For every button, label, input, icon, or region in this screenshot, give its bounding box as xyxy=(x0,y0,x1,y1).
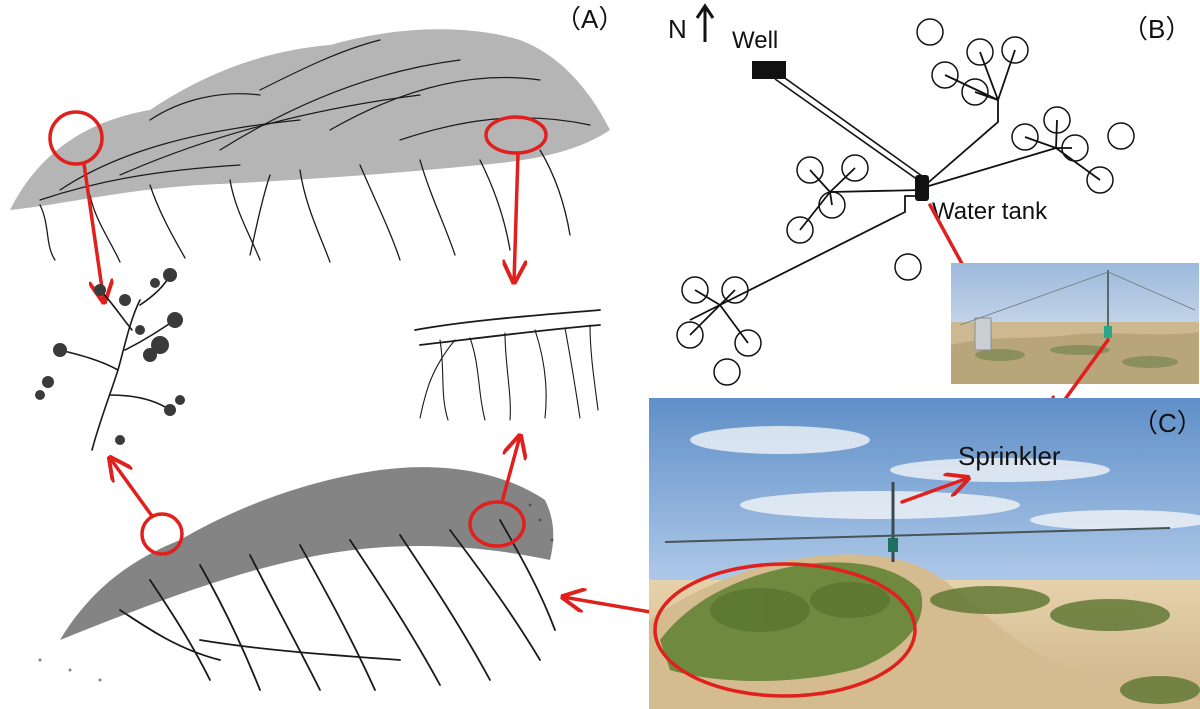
panel-c: （C） Sprinkler xyxy=(649,398,1200,709)
arrow-bottom-right-to-root xyxy=(500,436,520,504)
arrow-to-sprinkler-label xyxy=(900,478,968,504)
shrub-canopy-top xyxy=(10,29,610,211)
sprinkler-label: Sprinkler xyxy=(958,441,1061,471)
panel-a-label: （A） xyxy=(555,4,624,34)
arrow-top-left-to-leaf xyxy=(82,162,104,302)
shrub-root-drawing-top xyxy=(10,29,610,263)
panel-a: （A） xyxy=(10,4,664,691)
highlight-circle-bottom-right xyxy=(468,500,526,548)
roots-top xyxy=(39,149,571,263)
well-label: Well xyxy=(732,27,778,54)
field-photo-small xyxy=(951,263,1199,384)
panel-b-label: （B） xyxy=(1122,14,1191,44)
highlight-circle-top-left xyxy=(48,110,104,166)
leaf-detail-drawing xyxy=(35,268,185,451)
roots-bottom xyxy=(119,519,556,691)
highlight-circle-top-right xyxy=(484,115,548,155)
pipe-well-to-tank xyxy=(774,75,923,181)
canopy-branches-top xyxy=(39,39,591,201)
sand-dots xyxy=(38,503,554,682)
root-detail-drawing xyxy=(414,309,601,421)
water-tank-label: Water tank xyxy=(932,198,1048,225)
highlight-circle-bottom-left xyxy=(140,512,184,556)
well-icon xyxy=(752,61,786,79)
highlight-shrub-in-photo xyxy=(653,562,917,698)
leaf-clusters xyxy=(35,268,185,445)
tank-in-photo xyxy=(974,317,992,351)
sprinkler-circles xyxy=(676,18,1135,386)
shrub-root-drawing-bottom xyxy=(38,467,556,691)
north-arrow-icon xyxy=(695,3,715,42)
shrub-canopy-bottom xyxy=(60,467,554,640)
north-label: N xyxy=(668,14,687,44)
arrow-photo-to-drawing xyxy=(563,597,664,616)
panel-c-label: （C） xyxy=(1132,408,1200,438)
distribution-pipes xyxy=(689,49,1101,344)
arrow-top-right-to-root xyxy=(514,151,518,282)
panel-b: （B） N Well Water tank xyxy=(668,3,1199,420)
sprinkler-boom xyxy=(664,527,1171,543)
arrow-bottom-left-to-leaf xyxy=(110,458,154,518)
field-photo-large xyxy=(649,398,1200,709)
